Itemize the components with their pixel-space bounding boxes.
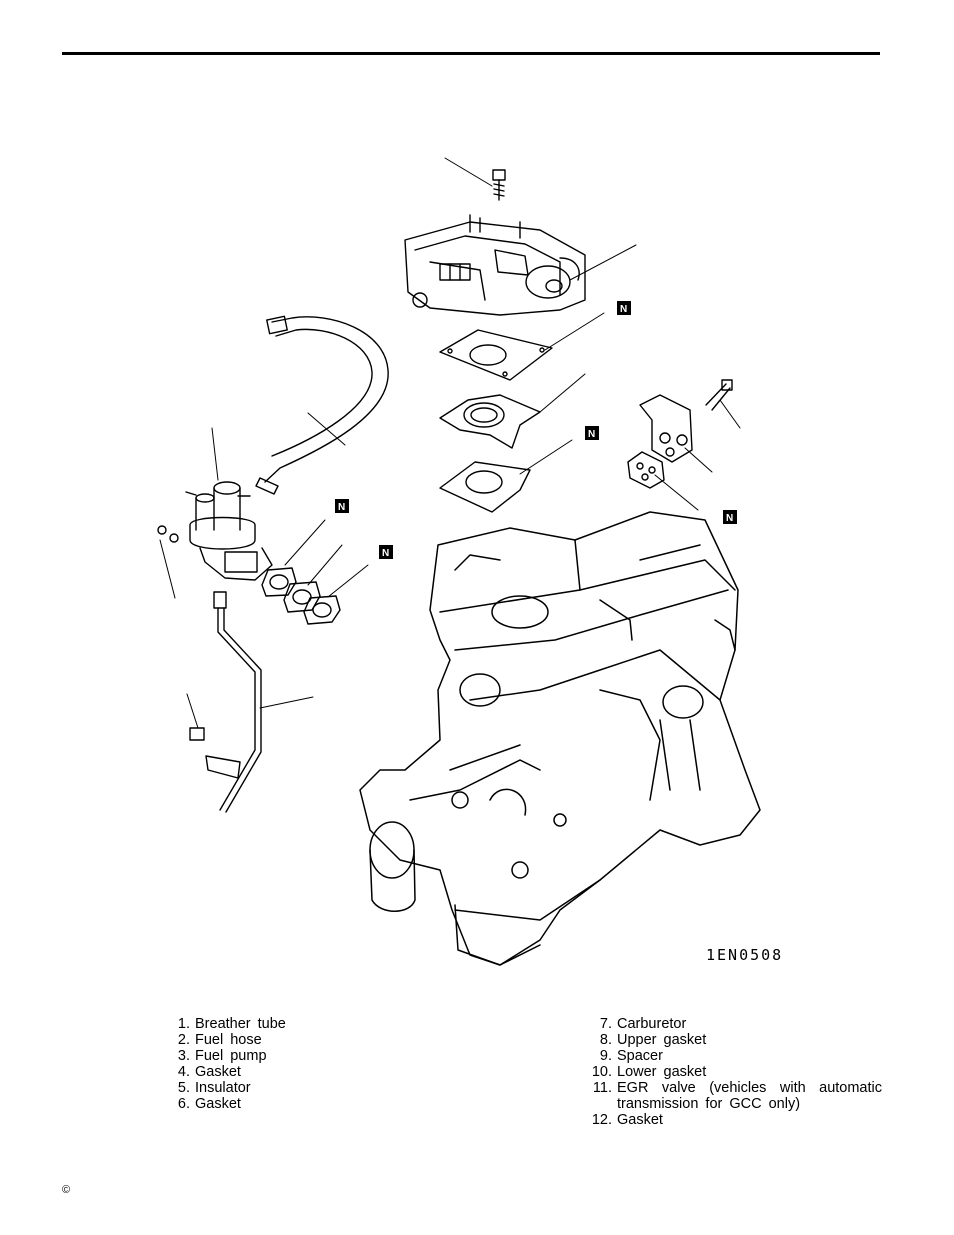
legend-item: 8. Upper gasket bbox=[582, 1032, 882, 1048]
legend-right: 7. Carburetor 8. Upper gasket 9. Spacer 10.… bbox=[582, 1016, 882, 1128]
legend-num: 1. bbox=[177, 1016, 190, 1032]
leader-lines bbox=[159, 157, 741, 729]
legend-item: 9. Spacer bbox=[582, 1048, 882, 1064]
pump-gasket-outer bbox=[303, 595, 341, 625]
fuel-pump bbox=[157, 481, 273, 581]
figure-code: 1EN0508 bbox=[706, 946, 783, 964]
copyright-mark: © bbox=[62, 1184, 71, 1196]
legend-num: 10. bbox=[591, 1064, 612, 1080]
breather-tube bbox=[255, 315, 389, 495]
lower-gasket bbox=[439, 461, 531, 513]
upper-gasket bbox=[439, 329, 553, 381]
egr-gasket bbox=[627, 451, 665, 489]
legend-num: 12. bbox=[591, 1112, 612, 1128]
carburetor bbox=[404, 214, 586, 316]
legend-text: Upper gasket bbox=[617, 1032, 707, 1048]
bolt-top bbox=[492, 169, 506, 201]
legend-text: Fuel pump bbox=[195, 1048, 267, 1064]
svg-text:N: N bbox=[588, 429, 595, 440]
header-rule bbox=[62, 52, 880, 55]
svg-text:N: N bbox=[726, 513, 733, 524]
legend-num: 5. bbox=[177, 1080, 190, 1096]
legend-text: Spacer bbox=[617, 1048, 663, 1064]
legend-num: 3. bbox=[177, 1048, 190, 1064]
new-part-labels: N N N N N bbox=[338, 304, 733, 559]
legend-item: 3. Fuel pump bbox=[160, 1048, 360, 1064]
legend-num: 2. bbox=[177, 1032, 190, 1048]
legend-item: 12. Gasket bbox=[582, 1112, 882, 1128]
svg-text:N: N bbox=[620, 304, 627, 315]
legend-text: Lower gasket bbox=[617, 1064, 707, 1080]
egr-valve bbox=[639, 379, 733, 463]
legend-item: 10. Lower gasket bbox=[582, 1064, 882, 1080]
pump-insulator bbox=[283, 581, 321, 613]
legend-text: Gasket bbox=[195, 1096, 241, 1112]
legend-num: 6. bbox=[177, 1096, 190, 1112]
legend-text: Breather tube bbox=[195, 1016, 286, 1032]
svg-text:N: N bbox=[338, 502, 345, 513]
spacer bbox=[439, 394, 541, 449]
legend-text: EGR valve (vehicles with automatic trans… bbox=[617, 1080, 882, 1112]
legend-item: 4. Gasket bbox=[160, 1064, 360, 1080]
legend-text: Carburetor bbox=[617, 1016, 687, 1032]
legend-left: 1.Breather tube 2.Fuel hose 3.Fuel pump … bbox=[160, 1016, 360, 1112]
legend-item: 6. Gasket bbox=[160, 1096, 360, 1112]
legend-text: Gasket bbox=[195, 1064, 241, 1080]
legend-num: 11. bbox=[592, 1080, 612, 1096]
new-part-marks bbox=[335, 301, 737, 559]
legend-text: Insulator bbox=[195, 1080, 251, 1096]
pump-gasket bbox=[261, 567, 297, 597]
legend-text: Fuel hose bbox=[195, 1032, 262, 1048]
legend-item: 11. EGR valve (vehicles with automatic tr… bbox=[582, 1080, 882, 1112]
svg-text:N: N bbox=[382, 548, 389, 559]
legend-item: 7. Carburetor bbox=[582, 1016, 882, 1032]
legend-text: Gasket bbox=[617, 1112, 663, 1128]
legend-num: 9. bbox=[599, 1048, 612, 1064]
legend-num: 4. bbox=[177, 1064, 190, 1080]
engine-block bbox=[359, 511, 761, 966]
legend-item: 1. Breather tube bbox=[160, 1016, 360, 1032]
legend-item: 2. Fuel hose bbox=[160, 1032, 360, 1048]
fuel-hose bbox=[189, 591, 262, 813]
legend-num: 8. bbox=[599, 1032, 612, 1048]
legend-num: 7. bbox=[599, 1016, 612, 1032]
legend-item: 5. Insulator bbox=[160, 1080, 360, 1096]
